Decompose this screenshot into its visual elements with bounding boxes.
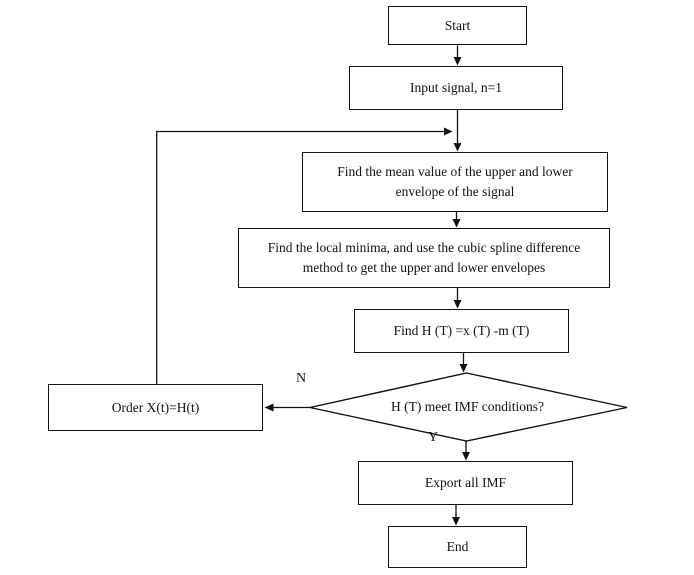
node-decision-imf-conditions: H (T) meet IMF conditions?	[391, 399, 544, 414]
node-find-h-equation: Find H (T) =x (T) -m (T)	[354, 309, 569, 353]
decision-diamond-shape	[309, 372, 628, 442]
arrowhead-decision-to-order	[264, 403, 274, 412]
node-find-mean-envelope-label: Find the mean value of the upper and low…	[337, 164, 573, 199]
arrowhead-start-to-input	[453, 57, 462, 66]
node-find-local-minima-label: Find the local minima, and use the cubic…	[267, 240, 581, 275]
node-export-all-imf-label: Export all IMF	[425, 475, 506, 491]
node-start-label: Start	[444, 17, 471, 33]
branch-label-no: N	[295, 371, 307, 386]
node-end: End	[388, 526, 527, 568]
node-find-h-equation-label: Find H (T) =x (T) -m (T)	[393, 323, 530, 339]
arrowhead-decision-to-export	[462, 452, 470, 461]
arrowhead-mean-to-minima	[452, 219, 461, 228]
node-end-label: End	[446, 539, 469, 555]
arrowhead-minima-to-findh	[453, 300, 462, 309]
arrowhead-feedback-join	[444, 127, 453, 136]
node-input-signal: Input signal, n=1	[349, 66, 563, 110]
node-find-local-minima: Find the local minima, and use the cubic…	[238, 228, 610, 288]
node-input-signal-label: Input signal, n=1	[410, 80, 502, 96]
node-export-all-imf: Export all IMF	[358, 461, 573, 505]
arrowhead-findh-to-decision	[459, 364, 468, 373]
node-start: Start	[388, 6, 527, 45]
branch-label-yes: Y	[427, 430, 439, 445]
node-find-mean-envelope: Find the mean value of the upper and low…	[302, 152, 608, 212]
arrowhead-export-to-end	[452, 517, 460, 526]
node-order-xt-ht: Order X(t)=H(t)	[48, 384, 263, 431]
arrowhead-input-to-mean	[453, 143, 462, 152]
node-order-xt-ht-label: Order X(t)=H(t)	[111, 399, 200, 415]
